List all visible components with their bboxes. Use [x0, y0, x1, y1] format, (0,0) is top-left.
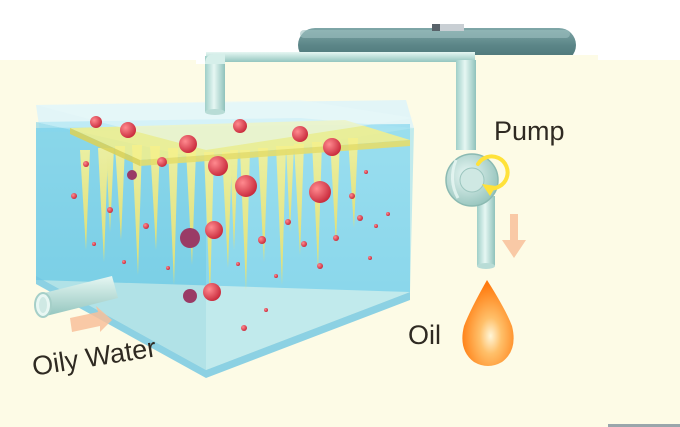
connector-gap: [196, 52, 206, 64]
suction-pipe: [205, 54, 225, 115]
membrane-fibers: [80, 138, 358, 298]
pump-label: Pump: [494, 116, 565, 146]
corner-line: [608, 424, 680, 427]
flow-arrow-in-icon: [70, 306, 112, 332]
discharge-pipe: [456, 60, 495, 269]
inlet-pipe: [34, 276, 118, 318]
separation-tank: [36, 100, 414, 378]
arrow-down-icon: [502, 214, 526, 258]
oil-label: Oil: [408, 320, 441, 350]
clockwise-arrow-icon: [476, 154, 510, 196]
droplet-icon: [462, 280, 514, 366]
oil-particles: [71, 116, 390, 331]
top-connector-pipe: [200, 52, 475, 62]
pump: [445, 153, 510, 207]
